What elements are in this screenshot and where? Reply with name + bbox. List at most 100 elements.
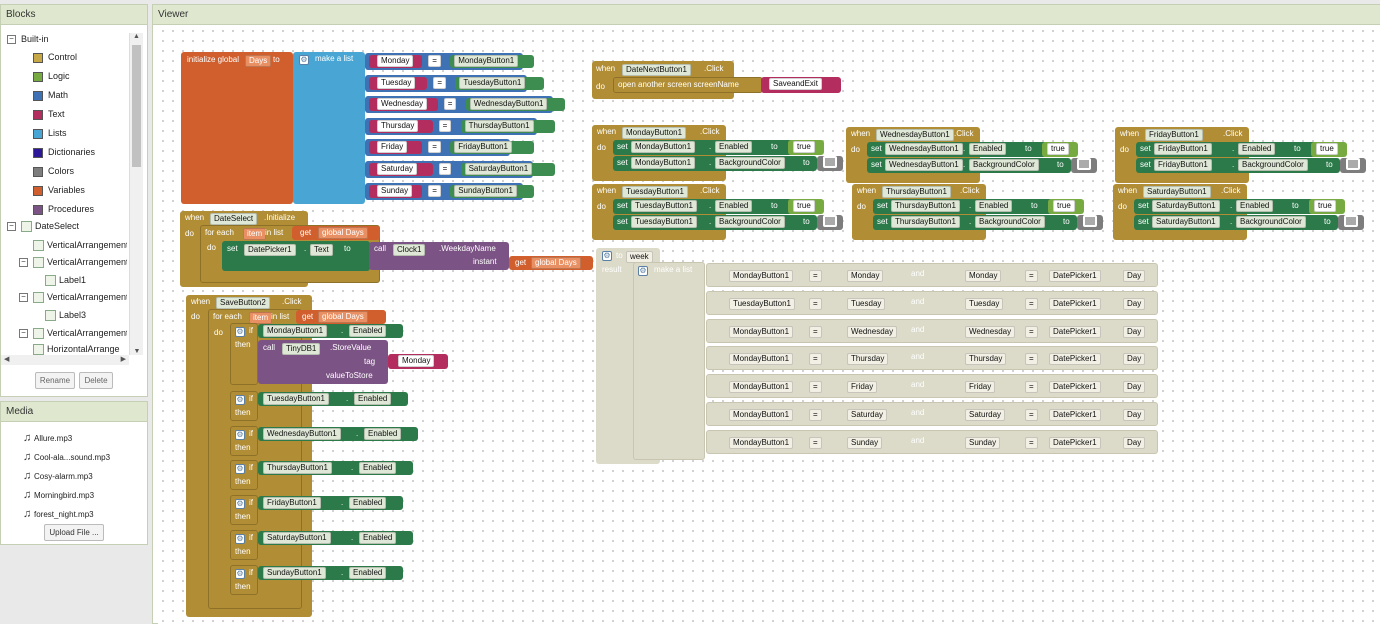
enabled-getter[interactable]: SaturdayButton1.Enabled [258,531,413,545]
datepicker-field[interactable]: DatePicker1 [1049,436,1101,449]
screen-name-value[interactable]: SaveandExit [769,78,822,90]
enabled-getter[interactable]: MondayButton1.Enabled [258,324,403,338]
set-component-field[interactable]: SaturdayButton1 [1152,216,1220,228]
week-day-text[interactable]: Saturday [847,409,888,421]
week-list-gear-icon[interactable]: ⚙ [638,266,648,276]
component-node-5[interactable]: Label3 [45,307,86,323]
list-item-eq-block[interactable]: Monday=MondayButton1 [365,53,534,70]
set-component-field[interactable]: TuesdayButton1 [631,200,697,212]
week-day-text-2[interactable]: Saturday [965,409,1006,421]
collapse-icon[interactable]: − [19,293,28,303]
get-global-days[interactable]: get global Days [292,226,380,240]
list-item-eq-block[interactable]: Wednesday=WednesdayButton1 [365,96,565,114]
prop-field[interactable]: BackgroundColor [1236,216,1306,228]
day-text-block[interactable]: Wednesday [369,98,438,112]
eq-dropdown[interactable]: = [809,297,822,310]
component-field[interactable]: ThursdayButton1 [464,119,534,132]
if-component-field[interactable]: MondayButton1 [263,325,328,337]
if-gear-icon[interactable]: ⚙ [235,395,245,405]
make-a-list-block[interactable]: ⚙ make a list [293,52,365,204]
day-prop-field[interactable]: Day [1123,325,1146,338]
color-block[interactable] [1340,158,1366,173]
week-day-text[interactable]: Thursday [847,353,889,366]
global-days-field[interactable]: global Days [318,311,368,323]
datepicker-field[interactable]: DatePicker1 [1049,353,1101,366]
true-block[interactable]: true [788,140,824,155]
if-gear-icon[interactable]: ⚙ [235,327,245,337]
datepicker-field[interactable]: DatePicker1 [1049,409,1101,421]
list-item-eq-block[interactable]: Sunday=SundayButton1 [365,182,534,200]
blocks-workspace[interactable]: initialize global Days to ⚙ make a list … [158,26,1380,624]
day-text-block[interactable]: Monday [369,55,423,68]
component-block[interactable]: WednesdayButton1 [465,98,565,112]
if-gear-icon[interactable]: ⚙ [235,569,245,579]
eq-dropdown[interactable]: = [809,325,822,338]
week-day-text[interactable]: Monday [847,270,884,282]
enabled-getter[interactable]: TuesdayButton1.Enabled [258,392,408,406]
if-component-field[interactable]: ThursdayButton1 [263,462,332,474]
datepicker-field[interactable]: DatePicker1 [1049,297,1101,310]
component-node-6[interactable]: −VerticalArrangement3 [19,325,127,341]
day-prop-field[interactable]: Day [1123,297,1146,310]
click-component-field[interactable]: TuesdayButton1 [622,186,688,198]
upload-file-button[interactable]: Upload File ... [44,524,104,541]
eq-dropdown-2[interactable]: = [1025,436,1038,449]
date-next-component-field[interactable]: DateNextButton1 [622,64,691,76]
day-text-block[interactable]: Sunday [369,184,423,198]
media-file[interactable]: ♫Morningbird.mp3 [23,487,94,503]
true-block[interactable]: true [1311,142,1347,157]
color-swatch[interactable] [823,156,837,168]
day-text-block[interactable]: Friday [369,141,423,155]
scroll-left-icon[interactable]: ◀ [4,356,10,363]
if-gear-icon[interactable]: ⚙ [235,464,245,474]
enabled-field[interactable]: Enabled [354,393,392,405]
component-block[interactable]: MondayButton1 [450,55,534,68]
eq-dropdown[interactable]: = [438,163,452,175]
eq-dropdown[interactable]: = [809,353,822,366]
tag-value-field[interactable]: Monday [398,355,435,367]
if-gear-icon[interactable]: ⚙ [235,499,245,509]
clock-weekday-block[interactable]: call Clock1 .WeekdayName instant [369,242,509,270]
day-text-value[interactable]: Monday [377,55,414,67]
eq-dropdown-2[interactable]: = [1025,381,1038,394]
datepicker-field[interactable]: DatePicker1 [1049,381,1101,394]
true-value[interactable]: true [1314,200,1336,212]
open-screen-block[interactable]: open another screen screenName [613,77,763,93]
week-day-text-2[interactable]: Sunday [965,436,1001,449]
color-swatch[interactable] [1344,215,1358,227]
set-component-field[interactable]: FridayButton1 [1154,159,1212,171]
enabled-field[interactable]: Enabled [359,532,397,544]
week-day-text-2[interactable]: Monday [965,270,1002,282]
category-3[interactable]: Text [33,106,65,122]
datepicker-field[interactable]: DatePicker1 [1049,325,1101,338]
eq-dropdown-2[interactable]: = [1025,409,1038,421]
mutator-gear-icon[interactable]: ⚙ [299,55,309,65]
category-6[interactable]: Colors [33,163,74,179]
true-value[interactable]: true [793,141,815,153]
tree-hscroll[interactable]: ◀ ▶ [1,355,129,365]
component-block[interactable]: TuesdayButton1 [455,76,545,90]
eq-dropdown[interactable]: = [433,76,447,89]
true-value[interactable]: true [1053,200,1075,212]
component-field[interactable]: SundayButton1 [454,184,517,197]
enabled-getter[interactable]: ThursdayButton1.Enabled [258,461,413,475]
day-text-block[interactable]: Thursday [369,119,433,133]
datepicker-field[interactable]: DatePicker1 [1049,270,1101,282]
day-text-block[interactable]: Tuesday [369,76,428,90]
rename-button[interactable]: Rename [35,372,75,389]
item-var-field[interactable]: item [249,312,273,324]
component-field[interactable]: FridayButton1 [454,141,512,154]
day-text-value[interactable]: Thursday [377,119,419,132]
